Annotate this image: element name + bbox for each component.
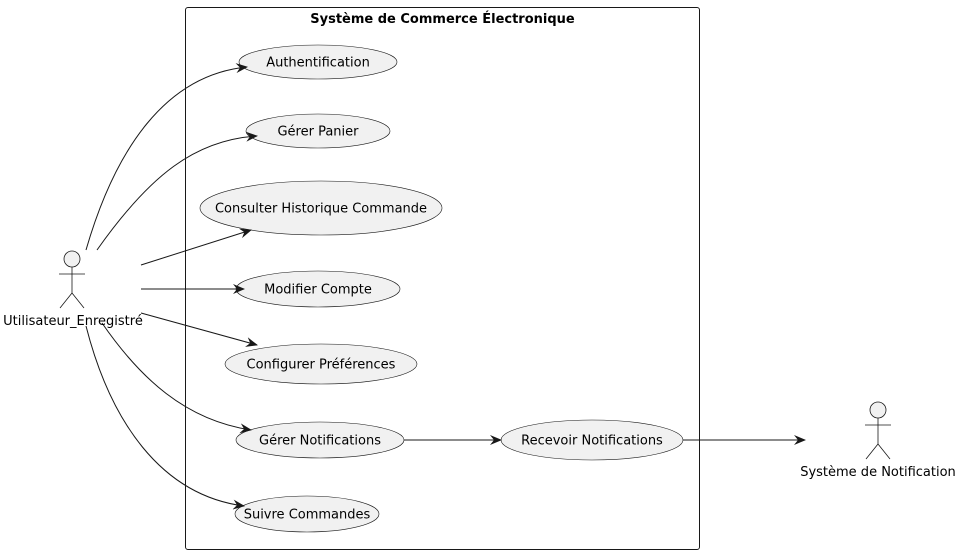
arrow-to-configurer-preferences xyxy=(140,312,258,347)
use-case-gerer-notifications[interactable]: Gérer Notifications xyxy=(235,421,405,459)
use-case-gerer-panier[interactable]: Gérer Panier xyxy=(245,113,391,149)
use-case-label: Suivre Commandes xyxy=(244,508,371,523)
use-case-consulter-historique-commande[interactable]: Consulter Historique Commande xyxy=(199,180,443,236)
use-case-modifier-compte[interactable]: Modifier Compte xyxy=(235,270,401,308)
use-case-recevoir-notifications[interactable]: Recevoir Notifications xyxy=(500,419,684,461)
use-case-authentification[interactable]: Authentification xyxy=(238,44,398,80)
arrow-to-gerer-notifications xyxy=(101,322,252,434)
arrow-to-gerer-panier xyxy=(96,131,258,251)
use-case-label: Configurer Préférences xyxy=(247,358,396,373)
use-case-label: Recevoir Notifications xyxy=(521,434,663,449)
use-case-label: Consulter Historique Commande xyxy=(215,202,427,217)
actor-systeme-de-notification[interactable]: Système de Notification xyxy=(800,401,956,480)
use-case-label: Gérer Notifications xyxy=(259,434,381,449)
use-case-label: Gérer Panier xyxy=(277,125,359,140)
stick-figure-icon xyxy=(865,401,891,460)
stick-figure-icon xyxy=(59,250,85,309)
arrow-to-consulter-historique xyxy=(140,228,252,266)
use-case-configurer-preferences[interactable]: Configurer Préférences xyxy=(224,343,418,385)
system-title: Système de Commerce Électronique xyxy=(310,11,575,27)
arrow-to-authentification xyxy=(85,63,248,251)
use-case-suivre-commandes[interactable]: Suivre Commandes xyxy=(234,495,380,533)
actor-label: Système de Notification xyxy=(800,465,956,480)
use-case-label: Modifier Compte xyxy=(264,283,372,298)
use-case-label: Authentification xyxy=(266,56,370,71)
actor-utilisateur-enregistre[interactable]: Utilisateur_Enregistré xyxy=(3,250,143,329)
actor-label: Utilisateur_Enregistré xyxy=(3,314,143,329)
arrow-to-suivre-commandes xyxy=(85,325,245,510)
